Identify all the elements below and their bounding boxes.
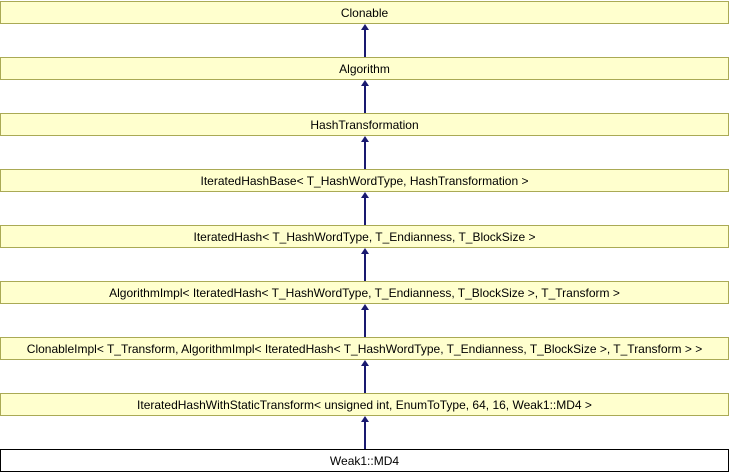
arrow-stem: [363, 197, 366, 225]
arrow-up-icon: [360, 248, 369, 254]
arrow-up-icon: [360, 304, 369, 310]
inheritance-arrow: [0, 248, 729, 281]
arrow-stem: [363, 421, 366, 449]
arrow-stem: [363, 85, 366, 113]
arrow-stem: [363, 29, 366, 57]
class-node-weak1-md4: Weak1::MD4: [0, 449, 729, 472]
arrow-up-icon: [360, 24, 369, 30]
arrow-up-icon: [360, 360, 369, 366]
class-node-algorithm[interactable]: Algorithm: [0, 57, 729, 80]
arrow-stem: [363, 309, 366, 337]
inheritance-arrow: [0, 416, 729, 449]
arrow-up-icon: [360, 80, 369, 86]
inheritance-arrow: [0, 360, 729, 393]
class-node-iteratedhashbase[interactable]: IteratedHashBase< T_HashWordType, HashTr…: [0, 169, 729, 192]
arrow-up-icon: [360, 416, 369, 422]
inheritance-arrow: [0, 80, 729, 113]
inheritance-arrow: [0, 136, 729, 169]
class-node-hashtransformation[interactable]: HashTransformation: [0, 113, 729, 136]
arrow-stem: [363, 365, 366, 393]
class-node-iteratedhash[interactable]: IteratedHash< T_HashWordType, T_Endianne…: [0, 225, 729, 248]
arrow-up-icon: [360, 192, 369, 198]
class-node-clonableimpl[interactable]: ClonableImpl< T_Transform, AlgorithmImpl…: [0, 337, 729, 360]
inheritance-arrow: [0, 304, 729, 337]
class-node-algorithmimpl[interactable]: AlgorithmImpl< IteratedHash< T_HashWordT…: [0, 281, 729, 304]
inheritance-arrow: [0, 24, 729, 57]
inheritance-arrow: [0, 192, 729, 225]
arrow-stem: [363, 253, 366, 281]
arrow-up-icon: [360, 136, 369, 142]
class-node-clonable[interactable]: Clonable: [0, 1, 729, 24]
class-node-iteratedhashwithstatictransform[interactable]: IteratedHashWithStaticTransform< unsigne…: [0, 393, 729, 416]
arrow-stem: [363, 141, 366, 169]
